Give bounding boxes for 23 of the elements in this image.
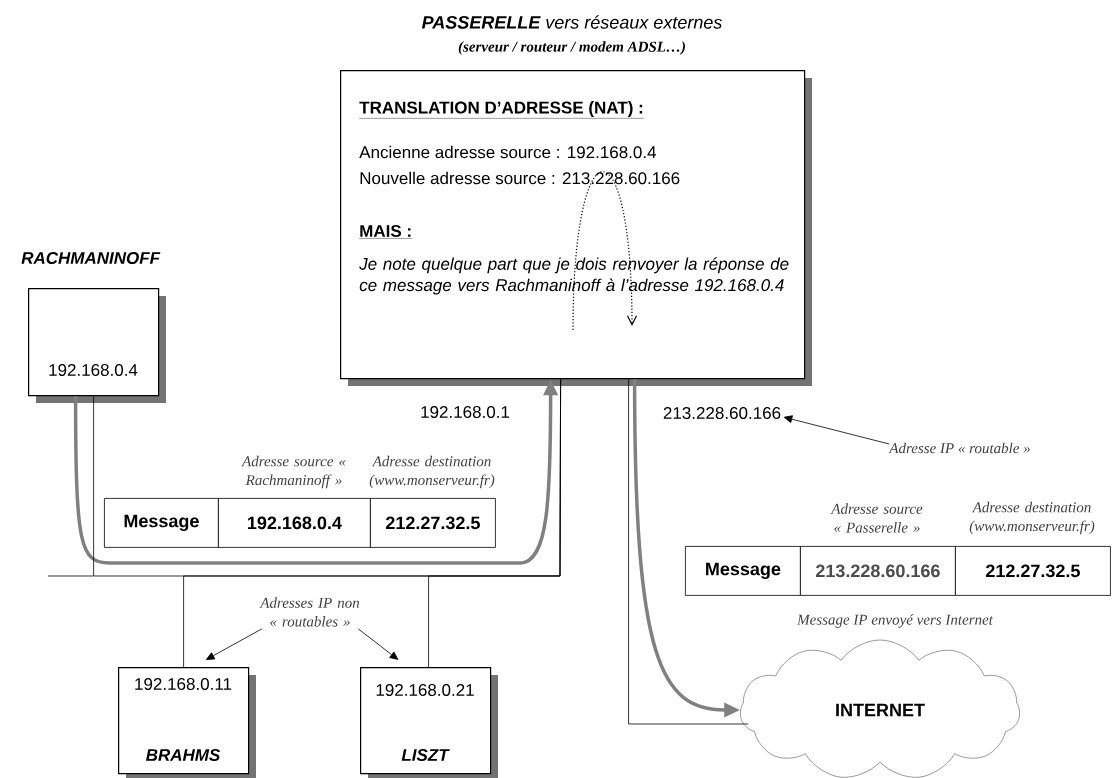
network-line [428, 378, 561, 668]
table-cell: 213.228.60.166 [800, 546, 956, 596]
leader-arrow [783, 415, 890, 445]
annotation: Adresses IP non « routables » [259, 597, 360, 627]
host-name: RACHMANINOFF [21, 252, 161, 264]
leader-arrow [206, 628, 263, 660]
column-header: Adresse destination (www.monserveur.fr) [369, 455, 495, 489]
table-cell: Message [104, 498, 219, 548]
table-cell: Message [685, 546, 801, 596]
ip-address: 192.168.0.1 [421, 406, 510, 418]
gateway-subheading: (serveur / routeur / modem ADSL…) [458, 41, 685, 55]
column-header: Adresse source « Rachmaninoff » [241, 455, 346, 489]
leader-arrow [357, 628, 399, 660]
table-cell: 212.27.32.5 [955, 546, 1111, 596]
annotation: Adresse IP « routable » [888, 442, 1030, 454]
internet-cloud: INTERNET [740, 639, 1020, 778]
gateway-heading: PASSERELLE vers réseaux externes [421, 15, 722, 29]
column-header: Adresse source « Passerelle » [830, 503, 923, 533]
table-cell: 192.168.0.4 [218, 498, 371, 548]
table-cell: 212.27.32.5 [370, 498, 496, 548]
ip-address: 213.228.60.166 [663, 407, 781, 419]
column-header: Adresse destination (www.monserveur.fr) [969, 501, 1095, 535]
annotation: Message IP envoyé vers Internet [796, 614, 994, 628]
